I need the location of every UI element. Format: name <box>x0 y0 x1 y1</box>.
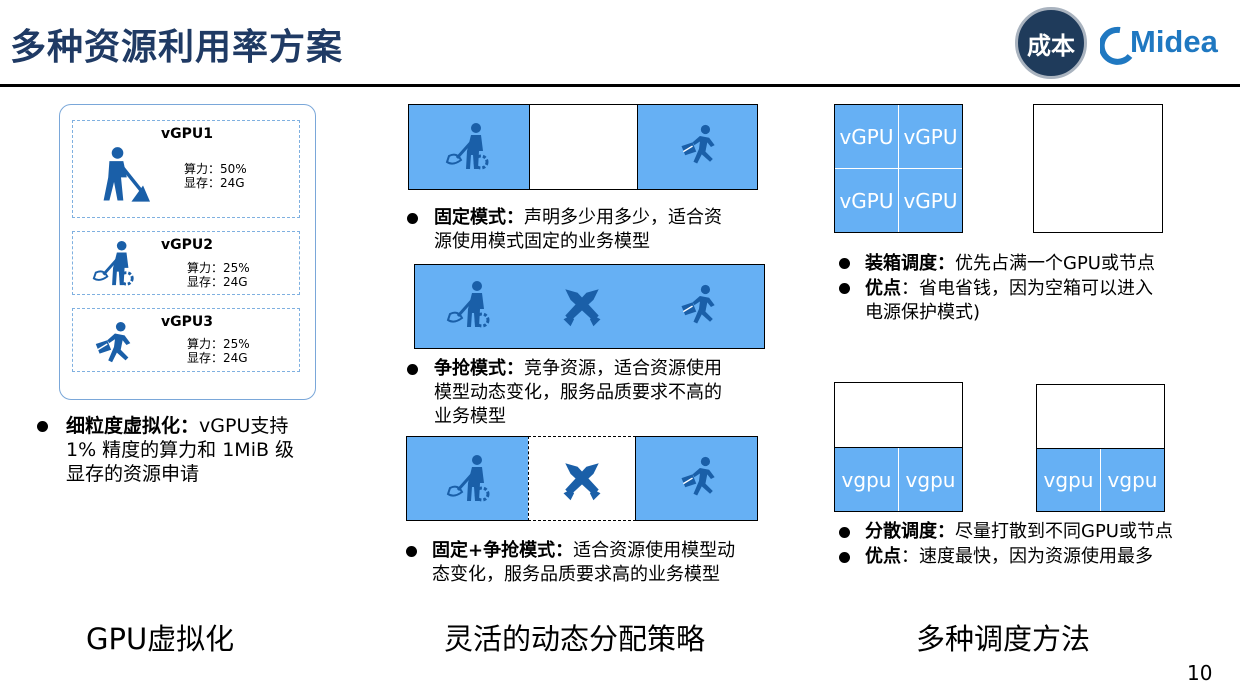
bullet-text: 显存的资源申请 <box>66 463 200 485</box>
running-courier-icon <box>676 124 722 170</box>
bullet-bold: 装箱调度： <box>865 253 955 274</box>
bullet-icon <box>37 421 48 432</box>
caption-scheduling-methods: 多种调度方法 <box>916 622 1091 656</box>
spread-bullet: 分散调度：尽量打散到不同GPU或节点 <box>865 520 1173 544</box>
fixed-mode-bullet: 固定模式：声明多少用多少，适合资 源使用模式固定的业务模型 <box>434 206 722 254</box>
sweeping-worker-icon <box>444 280 494 330</box>
bullet-text: 竞争资源，适合资源使用 <box>524 358 722 379</box>
fixed-slot-2 <box>637 104 758 190</box>
logo-mark-icon <box>1100 26 1133 65</box>
vgpu-card-memory: 显存：24G <box>187 351 248 365</box>
cost-badge: 成本 <box>1015 7 1087 79</box>
sweeping-worker-icon <box>90 238 138 290</box>
vgpu-card-memory: 显存：24G <box>187 275 248 289</box>
vgpu-cell: vgpu <box>841 467 892 492</box>
spread-gpu-1: vgpu vgpu <box>834 382 963 512</box>
mixed-mode-bullet: 固定+争抢模式：适合资源使用模型动 态变化，服务品质要求高的业务模型 <box>432 539 735 587</box>
bullet-text: 业务模型 <box>434 406 506 427</box>
sweeping-worker-icon <box>443 122 493 172</box>
vgpu-card-compute: 算力：25% <box>187 261 250 275</box>
bullet-bold: 争抢模式： <box>434 358 524 379</box>
running-courier-icon <box>676 456 722 502</box>
bullet-text: 适合资源使用模型动 <box>573 540 736 561</box>
bullet-text: 声明多少用多少，适合资 <box>524 207 722 228</box>
bullet-text: 模型动态变化，服务品质要求不高的 <box>434 382 722 403</box>
bullet-text: 源使用模式固定的业务模型 <box>434 231 650 252</box>
cell-divider <box>898 448 899 511</box>
crossed-swords-icon <box>560 458 604 502</box>
spread-advantage-bullet: 优点：速度最快，因为资源使用最多 <box>865 545 1153 569</box>
binpack-gpu-empty <box>1033 104 1163 233</box>
crossed-swords-icon <box>560 284 604 328</box>
cell-divider <box>1100 449 1101 511</box>
bullet-text: vGPU支持 <box>199 415 289 437</box>
vgpu-card-compute: 算力：25% <box>187 337 250 351</box>
vgpu-cell: vgpu <box>1107 468 1158 492</box>
bullet-bold: 固定+争抢模式： <box>432 540 574 561</box>
spread-gpu-2: vgpu vgpu <box>1036 384 1165 512</box>
digging-worker-icon <box>92 146 150 204</box>
vgpu-card-memory: 显存：24G <box>184 176 245 190</box>
bullet-icon <box>406 546 417 557</box>
bullet-bold: 细粒度虚拟化： <box>66 415 200 437</box>
bullet-text: 电源保护模式) <box>865 302 981 323</box>
bullet-bold: 优点 <box>865 278 901 299</box>
bullet-text: 1% 精度的算力和 1MiB 级 <box>66 439 295 461</box>
binpack-advantage-bullet: 优点：省电省钱，因为空箱可以进入 电源保护模式) <box>865 277 1153 325</box>
compete-mode-bullet: 争抢模式：竞争资源，适合资源使用 模型动态变化，服务品质要求不高的 业务模型 <box>434 357 722 429</box>
vgpu-card-name: vGPU1 <box>161 126 213 142</box>
bullet-bold: 优点 <box>865 546 901 567</box>
vgpu-cell: vgpu <box>1043 468 1094 492</box>
bullet-icon <box>839 527 850 538</box>
vgpu-card-1 <box>72 120 300 218</box>
page-number: 10 <box>1187 661 1213 685</box>
fixed-slot-empty <box>529 104 638 190</box>
bullet-icon <box>839 283 850 294</box>
vgpu-card-name: vGPU2 <box>161 237 213 253</box>
vgpu-cell: vGPU <box>839 188 894 213</box>
vgpu-cell: vGPU <box>903 188 958 213</box>
binpack-bullet: 装箱调度：优先占满一个GPU或节点 <box>865 252 1155 276</box>
vgpu-card-compute: 算力：50% <box>184 162 247 176</box>
bullet-bold: 固定模式： <box>434 207 524 228</box>
cell-divider <box>835 168 962 169</box>
virtualization-bullet: 细粒度虚拟化：vGPU支持 1% 精度的算力和 1MiB 级 显存的资源申请 <box>66 414 366 486</box>
bullet-text: ：速度最快，因为资源使用最多 <box>901 546 1153 567</box>
vgpu-cell: vGPU <box>903 124 958 149</box>
bullet-text: ：省电省钱，因为空箱可以进入 <box>901 278 1153 299</box>
vgpu-cell: vgpu <box>905 467 956 492</box>
bullet-icon <box>407 364 418 375</box>
running-courier-icon <box>676 284 722 330</box>
bullet-bold: 分散调度： <box>865 521 955 542</box>
caption-dynamic-allocation: 灵活的动态分配策略 <box>444 622 706 656</box>
bullet-icon <box>407 213 418 224</box>
sweeping-worker-icon <box>444 454 494 504</box>
bullet-icon <box>839 552 850 563</box>
cell-divider <box>1037 448 1164 449</box>
vgpu-cell: vGPU <box>839 124 894 149</box>
bullet-text: 尽量打散到不同GPU或节点 <box>955 521 1173 542</box>
bullet-text: 态变化，服务品质要求高的业务模型 <box>432 564 720 585</box>
bullet-text: 优先占满一个GPU或节点 <box>955 253 1155 274</box>
brand-logo: Midea <box>1100 22 1232 66</box>
running-courier-icon <box>90 320 138 370</box>
caption-gpu-virtualization: GPU虚拟化 <box>86 622 235 656</box>
mixed-fixed-slot <box>635 436 758 521</box>
logo-text: Midea <box>1130 24 1218 59</box>
header-divider <box>0 84 1240 87</box>
vgpu-card-2 <box>72 231 300 295</box>
page-title: 多种资源利用率方案 <box>10 27 344 68</box>
vgpu-panel <box>59 104 316 400</box>
bullet-icon <box>839 258 850 269</box>
vgpu-card-3 <box>72 308 300 372</box>
binpack-gpu-full: vGPU vGPU vGPU vGPU <box>834 104 963 233</box>
cell-divider <box>835 447 962 448</box>
vgpu-card-name: vGPU3 <box>161 314 213 330</box>
